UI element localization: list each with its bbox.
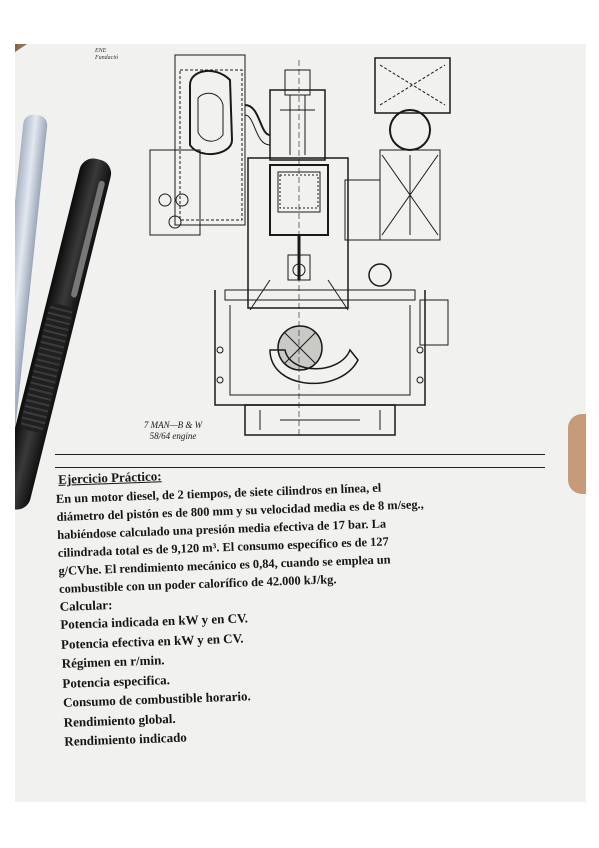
figure-caption: 7 MAN—B & W 58/64 engine (133, 420, 213, 442)
task-list: Potencia indicada en kW y en CV. Potenci… (60, 598, 544, 751)
page-header: ENE Fundació (95, 48, 118, 62)
hand-edge (568, 414, 586, 494)
divider-line-1 (55, 454, 545, 455)
document-photo: ENE Fundació (15, 44, 586, 802)
header-line-1: ENE (95, 48, 107, 54)
engine-cross-section-drawing (149, 54, 451, 438)
paper-sheet: ENE Fundació (15, 44, 586, 802)
exercise-block: Ejercicio Práctico: En un motor diesel, … (55, 455, 544, 751)
divider-line-2 (55, 467, 545, 468)
caption-line-1: 7 MAN—B & W (143, 420, 203, 430)
exercise-statement: En un motor diesel, de 2 tiempos, de sie… (56, 473, 539, 598)
header-line-2: Fundació (95, 55, 118, 61)
caption-line-2: 58/64 engine (149, 431, 197, 441)
